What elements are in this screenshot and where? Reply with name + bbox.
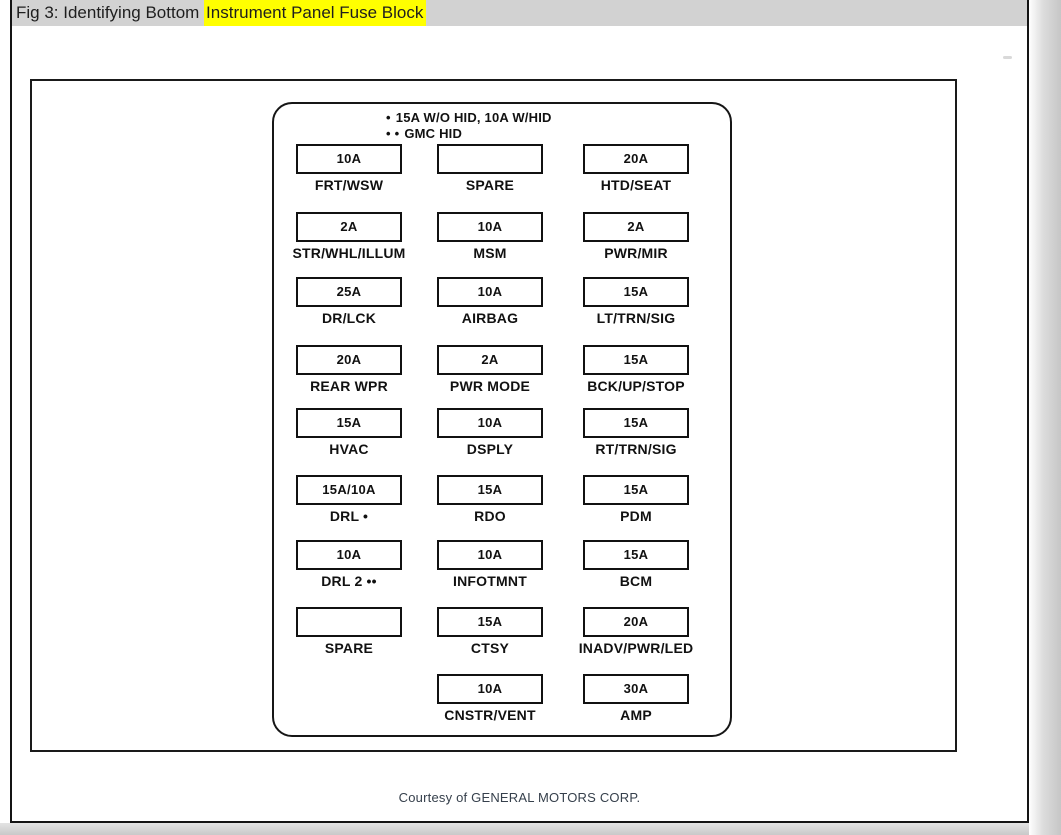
fuse-box-amp: 15A/10A xyxy=(296,475,402,505)
fuse-cell-pdm: 15A PDM xyxy=(583,475,689,524)
fuse-box-amp: 15A xyxy=(583,408,689,438)
figure-frame: • 15A W/O HID, 10A W/HID • • GMC HID 10A FR… xyxy=(30,79,957,752)
fuse-cell-amp: 30A AMP xyxy=(583,674,689,723)
fuse-box-amp: 2A xyxy=(583,212,689,242)
fuse-label: BCM xyxy=(619,573,653,589)
fuse-cell-dsply: 10A DSPLY xyxy=(437,408,543,457)
fuse-box-amp: 15A xyxy=(437,475,543,505)
fuse-cell-pwr-mode: 2A PWR MODE xyxy=(437,345,543,394)
fuse-cell-inadv-pwr-led: 20A INADV/PWR/LED xyxy=(579,607,693,656)
fuse-cell-bck-up-stop: 15A BCK/UP/STOP xyxy=(583,345,689,394)
fuse-cell-rt-trn-sig: 15A RT/TRN/SIG xyxy=(583,408,689,457)
figure-title-prefix: Fig 3: Identifying Bottom xyxy=(16,3,205,22)
fuse-cell-lt-trn-sig: 15A LT/TRN/SIG xyxy=(583,277,689,326)
fuse-label: CNSTR/VENT xyxy=(444,707,536,723)
fuse-label: DR/LCK xyxy=(321,310,377,326)
fuse-label: PWR/MIR xyxy=(604,245,668,261)
double-bullet-icon: • • xyxy=(386,126,400,141)
fuse-label: LT/TRN/SIG xyxy=(596,310,676,326)
fuse-label: DRL 2 •• xyxy=(321,573,377,589)
fuse-box-amp: 10A xyxy=(437,674,543,704)
fuse-box-amp: 25A xyxy=(296,277,402,307)
fuse-box-amp: 20A xyxy=(583,144,689,174)
fuse-cell-msm: 10A MSM xyxy=(437,212,543,261)
fuse-box-amp: 30A xyxy=(583,674,689,704)
fuse-box-amp: 15A xyxy=(583,475,689,505)
fuse-cell-ctsy: 15A CTSY xyxy=(437,607,543,656)
fuse-box-amp: 10A xyxy=(296,540,402,570)
fuse-cell-hvac: 15A HVAC xyxy=(296,408,402,457)
fuse-box-amp: 20A xyxy=(296,345,402,375)
fuse-label: REAR WPR xyxy=(310,378,388,394)
fuse-cell-spare: SPARE xyxy=(296,607,402,656)
fuse-label: DRL • xyxy=(329,508,369,524)
fuse-label: RDO xyxy=(474,508,506,524)
fuse-box-amp: 20A xyxy=(583,607,689,637)
note-text: 15A W/O HID, 10A W/HID xyxy=(395,110,552,125)
fuse-cell-dr-lck: 25A DR/LCK xyxy=(296,277,402,326)
fuse-box-amp: 15A xyxy=(296,408,402,438)
fuse-label: HVAC xyxy=(329,441,369,457)
fuse-cell-infotmnt: 10A INFOTMNT xyxy=(437,540,543,589)
footer-credit: Courtesy of GENERAL MOTORS CORP. xyxy=(398,790,641,805)
panel-notes: • 15A W/O HID, 10A W/HID • • GMC HID xyxy=(386,110,552,142)
fuse-cell-drl-2: 10A DRL 2 •• xyxy=(296,540,402,589)
figure-title-bar: Fig 3: Identifying Bottom Instrument Pan… xyxy=(12,0,1027,26)
fuse-label: BCK/UP/STOP xyxy=(587,378,685,394)
fuse-label: AMP xyxy=(620,707,652,723)
fuse-box-amp xyxy=(437,144,543,174)
note-text: GMC HID xyxy=(404,126,463,141)
fuse-label: MSM xyxy=(473,245,507,261)
figure-title-highlight: Instrument Panel Fuse Block xyxy=(204,0,427,26)
fuse-box-amp xyxy=(296,607,402,637)
fuse-cell-spare: SPARE xyxy=(437,144,543,193)
fuse-label: PWR MODE xyxy=(449,378,531,394)
fuse-box-amp: 10A xyxy=(437,540,543,570)
fuse-label: HTD/SEAT xyxy=(600,177,672,193)
fuse-box-amp: 2A xyxy=(437,345,543,375)
fuse-label: INFOTMNT xyxy=(453,573,527,589)
fuse-cell-frt-wsw: 10A FRT/WSW xyxy=(296,144,402,193)
fuse-box-amp: 15A xyxy=(583,277,689,307)
fuse-cell-airbag: 10A AIRBAG xyxy=(437,277,543,326)
page: Fig 3: Identifying Bottom Instrument Pan… xyxy=(10,0,1029,823)
fuse-label: DSPLY xyxy=(466,441,514,457)
page-shadow-bottom xyxy=(0,823,1029,835)
fuse-box-amp: 15A xyxy=(437,607,543,637)
fuse-cell-bcm: 15A BCM xyxy=(583,540,689,589)
fuse-cell-rdo: 15A RDO xyxy=(437,475,543,524)
fuse-box-amp: 15A xyxy=(583,540,689,570)
fuse-cell-htd-seat: 20A HTD/SEAT xyxy=(583,144,689,193)
note-line-1: • 15A W/O HID, 10A W/HID xyxy=(386,110,552,126)
fuse-label: FRT/WSW xyxy=(314,177,384,193)
fuse-box-amp: 2A xyxy=(296,212,402,242)
fuse-cell-cnstr-vent: 10A CNSTR/VENT xyxy=(437,674,543,723)
fuse-label: PDM xyxy=(620,508,652,524)
fuse-cell-pwr-mir: 2A PWR/MIR xyxy=(583,212,689,261)
fuse-panel: • 15A W/O HID, 10A W/HID • • GMC HID 10A FR… xyxy=(272,102,732,737)
fuse-label: SPARE xyxy=(465,177,515,193)
fuse-cell-drl: 15A/10A DRL • xyxy=(296,475,402,524)
fuse-box-amp: 15A xyxy=(583,345,689,375)
fuse-box-amp: 10A xyxy=(437,277,543,307)
fuse-box-amp: 10A xyxy=(437,408,543,438)
bullet-icon: • xyxy=(386,110,391,125)
fuse-label: SPARE xyxy=(324,640,374,656)
fuse-label: STR/WHL/ILLUM xyxy=(292,245,406,261)
fuse-box-amp: 10A xyxy=(296,144,402,174)
note-line-2: • • GMC HID xyxy=(386,126,552,142)
fuse-cell-str-whl-illum: 2A STR/WHL/ILLUM xyxy=(292,212,405,261)
page-shadow-right xyxy=(1029,0,1061,835)
fuse-label: RT/TRN/SIG xyxy=(595,441,677,457)
fuse-label: AIRBAG xyxy=(461,310,519,326)
fuse-box-amp: 10A xyxy=(437,212,543,242)
fuse-label: INADV/PWR/LED xyxy=(578,640,694,656)
fuse-cell-rear-wpr: 20A REAR WPR xyxy=(296,345,402,394)
fuse-label: CTSY xyxy=(470,640,510,656)
speck-artifact xyxy=(1003,56,1012,59)
